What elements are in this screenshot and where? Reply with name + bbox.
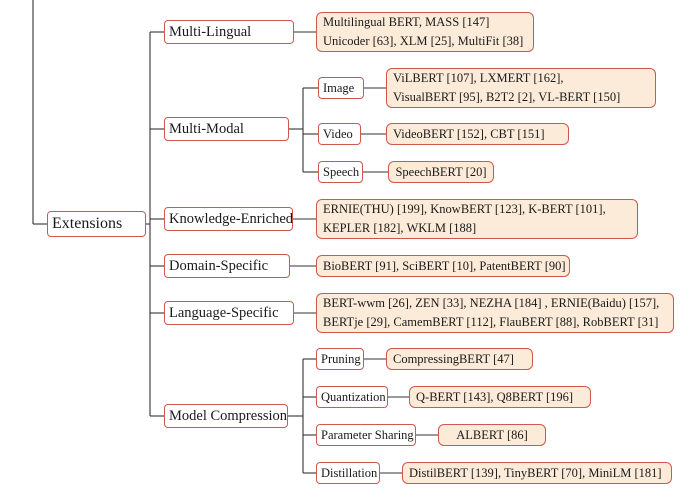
category-label: Language-Specific <box>169 304 279 321</box>
root-label: Extensions <box>52 215 123 232</box>
category-domain-specific: Domain-Specific <box>164 254 290 278</box>
leaf-line: SpeechBERT [20] <box>395 164 487 179</box>
category-label: Model Compression <box>169 407 288 424</box>
leaf-line: ALBERT [86] <box>456 427 528 442</box>
category-label: Multi-Lingual <box>169 23 252 40</box>
subcategory-label: Image <box>323 80 355 95</box>
leaf-image: ViLBERT [107], LXMERT [162], VisualBERT … <box>386 68 656 108</box>
subcategory-label: Distillation <box>321 465 378 480</box>
subcategory-parameter-sharing: Parameter Sharing <box>316 424 416 446</box>
leaf-line: ERNIE(THU) [199], KnowBERT [123], K-BERT… <box>323 202 606 216</box>
leaf-line: DistilBERT [139], TinyBERT [70], MiniLM … <box>409 465 662 480</box>
category-label: Domain-Specific <box>169 257 269 274</box>
category-model-compression: Model Compression <box>164 404 288 428</box>
subcategory-speech: Speech <box>318 161 363 183</box>
category-label: Multi-Modal <box>169 120 244 137</box>
leaf-multilingual: Multilingual BERT, MASS [147] Unicoder [… <box>316 12 534 52</box>
subcategory-label: Video <box>323 126 353 141</box>
subcategory-image: Image <box>318 77 364 99</box>
leaf-video: VideoBERT [152], CBT [151] <box>386 123 569 145</box>
leaf-domain-specific: BioBERT [91], SciBERT [10], PatentBERT [… <box>316 255 570 277</box>
leaf-line: VideoBERT [152], CBT [151] <box>393 126 545 141</box>
leaf-line: Unicoder [63], XLM [25], MultiFit [38] <box>323 34 524 48</box>
leaf-line: CompressingBERT [47] <box>393 351 514 366</box>
leaf-pruning: CompressingBERT [47] <box>386 348 533 370</box>
leaf-line: Q-BERT [143], Q8BERT [196] <box>416 389 574 404</box>
subcategory-distillation: Distillation <box>316 462 380 484</box>
subcategory-video: Video <box>318 123 361 145</box>
subcategory-pruning: Pruning <box>316 348 364 370</box>
leaf-line: VisualBERT [95], B2T2 [2], VL-BERT [150] <box>393 90 621 104</box>
leaf-line: Multilingual BERT, MASS [147] <box>323 15 490 29</box>
leaf-parameter-sharing: ALBERT [86] <box>438 424 546 446</box>
leaf-speech: SpeechBERT [20] <box>388 161 494 183</box>
category-multimodal: Multi-Modal <box>164 117 289 141</box>
category-label: Knowledge-Enriched <box>169 210 294 227</box>
subcategory-label: Speech <box>323 164 360 179</box>
leaf-line: ViLBERT [107], LXMERT [162], <box>393 71 564 85</box>
leaf-quantization: Q-BERT [143], Q8BERT [196] <box>409 386 591 408</box>
leaf-line: BioBERT [91], SciBERT [10], PatentBERT [… <box>323 258 566 273</box>
category-multilingual: Multi-Lingual <box>164 20 294 44</box>
subcategory-label: Quantization <box>321 389 386 404</box>
category-knowledge-enriched: Knowledge-Enriched <box>164 207 293 231</box>
leaf-language-specific: BERT-wwm [26], ZEN [33], NEZHA [184] , E… <box>316 293 674 333</box>
leaf-line: BERTje [29], CamemBERT [112], FlauBERT [… <box>323 315 659 329</box>
leaf-line: BERT-wwm [26], ZEN [33], NEZHA [184] , E… <box>323 296 660 310</box>
root-node-extensions: Extensions <box>47 211 146 237</box>
subcategory-quantization: Quantization <box>316 386 388 408</box>
category-language-specific: Language-Specific <box>164 301 294 325</box>
leaf-distillation: DistilBERT [139], TinyBERT [70], MiniLM … <box>402 462 672 484</box>
leaf-knowledge-enriched: ERNIE(THU) [199], KnowBERT [123], K-BERT… <box>316 199 638 239</box>
leaf-line: KEPLER [182], WKLM [188] <box>323 221 477 235</box>
subcategory-label: Parameter Sharing <box>321 427 414 442</box>
subcategory-label: Pruning <box>321 351 361 366</box>
